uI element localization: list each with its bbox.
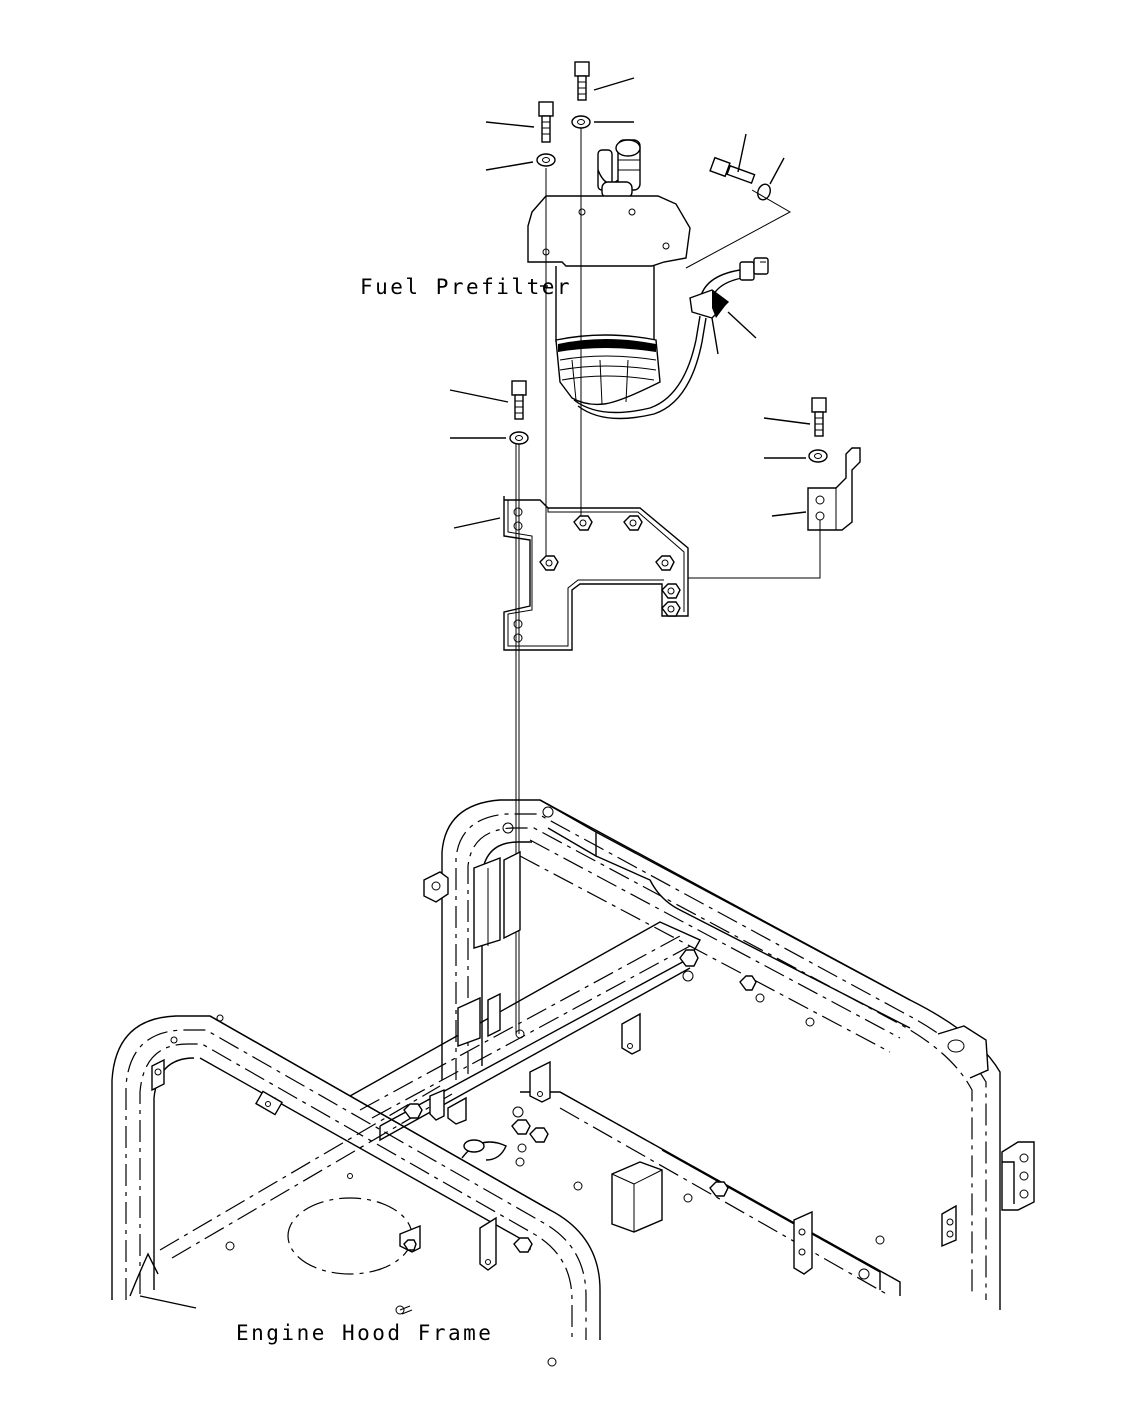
bracket-nut [623,515,643,531]
hose-clamp [689,289,757,355]
frame-tab [529,1060,551,1103]
frame-tab [447,1096,467,1125]
filter-mount-washer-left [485,153,556,171]
small-bracket-guide-line [669,520,821,600]
frame-tab [621,1012,641,1055]
engine-hood-frame [111,799,1035,1367]
engine-hood-frame-label: Engine Hood Frame [236,1321,493,1345]
small-bracket-bolt [763,397,827,437]
fuel-prefilter-label: Fuel Prefilter [360,275,572,299]
bracket-bolt-left [449,380,527,420]
small-bracket-washer [764,449,828,463]
bracket-washer-left [450,431,529,445]
sensor-harness [699,257,769,307]
filter-mount-washer-top [571,115,634,129]
filter-mount-bolt-left [485,101,554,143]
bracket-nut [661,583,681,599]
clamp-bolt-guide-line [685,189,792,269]
small-bracket [771,447,861,531]
bracket-nut [655,555,675,571]
assembly-guide-lines [515,128,582,1034]
filter-mount-bolt-top [574,61,635,101]
bracket-nut [661,601,681,617]
frame-tab [429,1088,445,1121]
frame-tab [399,1224,421,1253]
clamp-washer [757,157,785,201]
main-mounting-bracket [453,496,689,651]
bracket-nut [573,515,593,531]
frame-tab [793,1210,813,1275]
clamp-bolt [709,133,756,185]
frame-tab [479,1216,497,1271]
fuel-prefilter-assembly [527,139,707,420]
